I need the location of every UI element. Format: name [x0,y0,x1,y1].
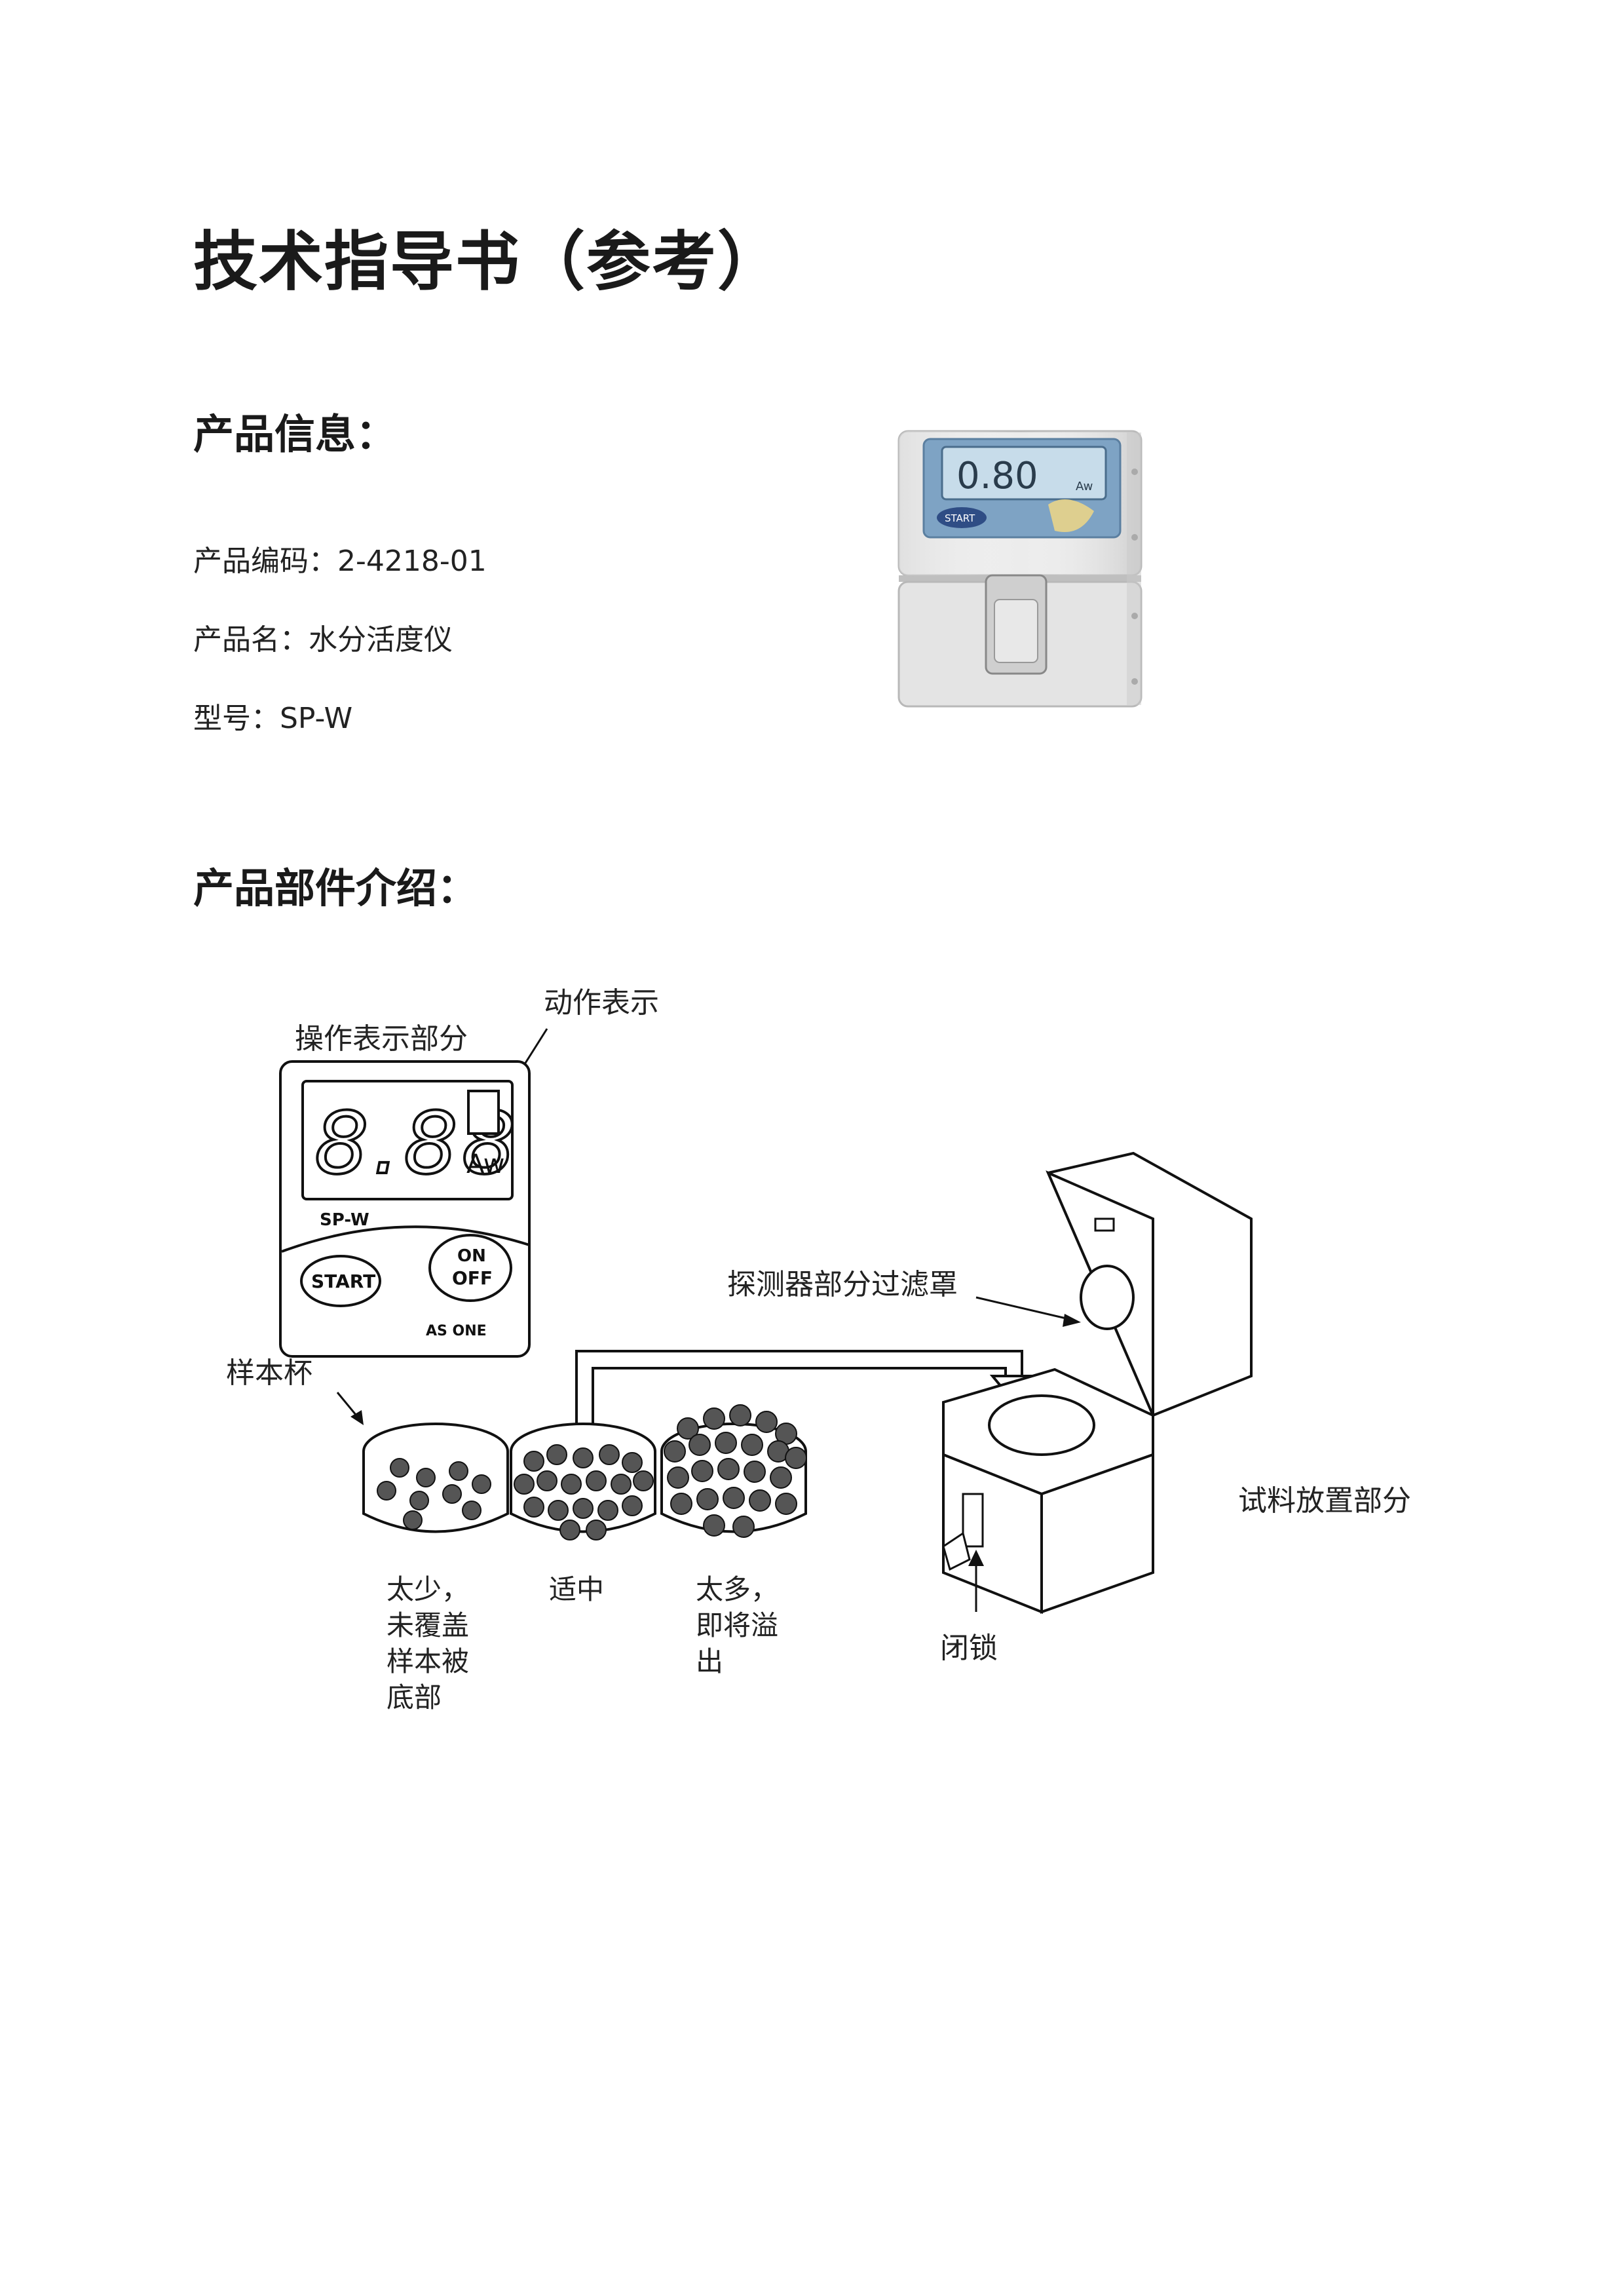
panel-display-unit: Aw [466,1149,504,1179]
product-name: 产品名：水分活度仪 [193,623,453,657]
svg-text:底部: 底部 [387,1681,442,1713]
parts-diagram: 操作表示部分 动作表示 8.88 Aw SP-W START ON OFF AS… [226,986,1411,1713]
brand-logo: AS ONE [426,1323,487,1339]
svg-text:适中: 适中 [549,1573,604,1605]
label-probe-filter: 探测器部分过滤罩 [727,1268,958,1301]
photo-lcd [941,446,1107,501]
section-heading-parts: 产品部件介绍： [193,864,478,912]
product-model: 型号：SP-W [193,702,353,735]
product-photo: 0.80 Aw START [897,430,1142,708]
onoff-off-label: OFF [452,1267,493,1289]
svg-text:太多，: 太多， [696,1573,778,1605]
caption-too-little: 太少， 未覆盖 样本被 底部 [387,1573,469,1713]
probe-filter-cover [1080,1265,1135,1330]
sample-cup-just-right [510,1423,656,1540]
sample-chamber [988,1394,1095,1456]
document-title: 技术指导书（参考） [193,225,784,299]
photo-lcd-unit: Aw [1076,480,1093,493]
panel-display [301,1080,514,1200]
svg-text:样本被: 样本被 [387,1645,469,1677]
label-sample-area: 试料放置部分 [1238,1484,1411,1518]
svg-text:出: 出 [696,1645,723,1677]
onoff-button [428,1234,512,1302]
label-lock: 闭锁 [940,1632,998,1665]
panel-model-text: SP-W [320,1210,369,1230]
sample-device [942,1151,1253,1614]
label-status-indicator: 动作表示 [544,986,659,1020]
start-button [300,1255,381,1307]
section-heading-product-info: 产品信息： [193,410,397,458]
sample-cup-too-little [362,1423,509,1533]
status-indicator-icon [467,1090,500,1135]
photo-start-label: START [945,512,975,524]
lock-latch [962,1493,984,1548]
sample-cup-too-much [660,1404,807,1538]
label-sample-cup: 样本杯 [226,1356,312,1390]
label-operation-panel: 操作表示部分 [295,1022,468,1056]
caption-just-right: 适中 [549,1573,604,1605]
photo-lcd-reading: 0.80 [956,455,1038,497]
onoff-on-label: ON [457,1246,486,1266]
svg-text:即将溢: 即将溢 [696,1609,778,1641]
caption-too-much: 太多， 即将溢 出 [696,1573,778,1677]
svg-text:太少，: 太少， [387,1573,469,1605]
product-code: 产品编码：2-4218-01 [193,545,487,578]
svg-text:未覆盖: 未覆盖 [387,1609,469,1641]
photo-start-button [937,507,987,528]
start-button-label: START [311,1271,375,1292]
